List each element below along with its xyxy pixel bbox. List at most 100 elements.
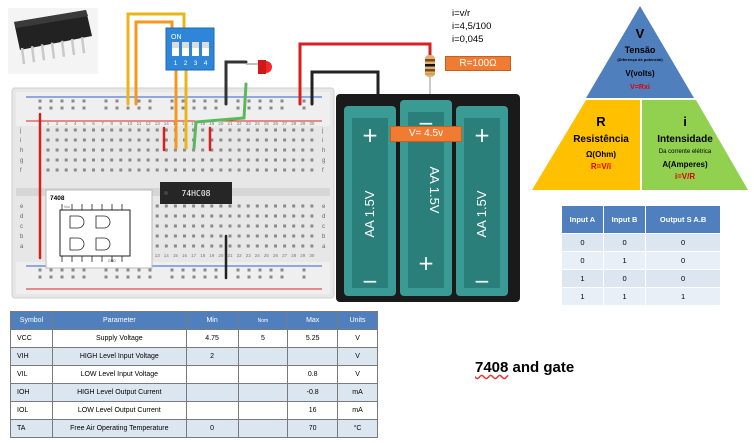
- table-row: IOH HIGH Level Output Current -0.8 mA: [10, 383, 378, 402]
- column-number: 8: [110, 121, 113, 126]
- truth-row: 1 1 1: [561, 287, 721, 306]
- svg-text:−: −: [474, 269, 491, 293]
- table-cell: IOL: [10, 401, 53, 420]
- row-letter: j: [321, 128, 323, 134]
- truth-cell: 1: [602, 287, 647, 306]
- column-number: 29: [300, 253, 306, 258]
- column-number: 12: [146, 121, 152, 126]
- resistor-value-label: R=100Ω: [445, 56, 511, 71]
- triangle-r-symbol: R: [596, 114, 606, 129]
- table-cell: 5.25: [287, 329, 339, 348]
- triangle-v-sub: (Diferença de potencial): [617, 57, 663, 62]
- table-cell: LOW Level Input Voltage: [51, 365, 187, 384]
- table-cell: °C: [337, 419, 378, 438]
- caption: 7408 and gate: [475, 359, 574, 376]
- column-number: 29: [300, 121, 306, 126]
- column-number: 19: [209, 121, 215, 126]
- table-row: IOL LOW Level Output Current 16 mA: [10, 401, 378, 420]
- triangle-i-symbol: i: [683, 114, 687, 129]
- truth-cell: 1: [645, 287, 721, 306]
- row-letter: i: [20, 138, 21, 144]
- table-cell: TA: [10, 419, 53, 438]
- wire-black-top: [310, 70, 380, 106]
- dip-switch-on-label: ON: [171, 34, 182, 41]
- truth-cell: 0: [645, 233, 721, 252]
- column-number: 23: [246, 253, 252, 258]
- table-cell: 4.75: [185, 329, 239, 348]
- column-number: 13: [155, 121, 161, 126]
- row-letter: h: [322, 148, 325, 154]
- table-cell: V: [337, 347, 378, 366]
- table-cell: [237, 419, 289, 438]
- param-header-parameter: Parameter: [51, 311, 187, 330]
- wire-yellow: [126, 12, 186, 106]
- column-number: 7: [101, 121, 104, 126]
- led: [246, 60, 272, 74]
- column-number: 10: [127, 121, 133, 126]
- column-number: 21: [227, 121, 233, 126]
- column-number: 14: [164, 121, 170, 126]
- triangle-i-name: Intensidade: [657, 134, 713, 145]
- truth-table: Input A Input B Output S A.B 0 0 0 0 1 0…: [561, 205, 721, 306]
- truth-cell: 0: [602, 269, 647, 288]
- ohm-formula-line-3: i=0,045: [452, 34, 484, 45]
- column-number: 1: [47, 121, 50, 126]
- table-row: VCC Supply Voltage 4.75 5 5.25 V: [10, 329, 378, 348]
- table-cell: -0.8: [287, 383, 339, 402]
- table-row: VIH HIGH Level Input Voltage 2 V: [10, 347, 378, 366]
- column-number: 28: [291, 121, 297, 126]
- triangle-v-unit: V(volts): [625, 69, 655, 78]
- dip-switch-key: [182, 42, 189, 56]
- column-number: 14: [164, 253, 170, 258]
- table-cell: [237, 365, 289, 384]
- row-letter: a: [20, 244, 24, 250]
- param-header-max: Max: [287, 311, 339, 330]
- dip-switch-number: 2: [184, 60, 188, 67]
- truth-cell: 0: [602, 233, 647, 252]
- table-cell: 5: [237, 329, 289, 348]
- dip-switch-number: 3: [194, 60, 198, 67]
- column-number: 18: [200, 121, 206, 126]
- svg-text:+: +: [362, 123, 379, 147]
- column-number: 17: [191, 121, 197, 126]
- table-cell: VIH: [10, 347, 53, 366]
- column-number: 22: [237, 253, 243, 258]
- triangle-r-name: Resistência: [573, 134, 629, 145]
- row-letter: i: [322, 138, 323, 144]
- ic-chip-photo: [8, 8, 98, 74]
- column-number: 24: [255, 121, 261, 126]
- dip-switch-number: 1: [174, 60, 178, 67]
- column-number: 26: [273, 121, 279, 126]
- row-letter: c: [20, 224, 23, 230]
- column-number: 4: [74, 121, 77, 126]
- breadboard-chip: 74HC08: [160, 182, 232, 204]
- triangle-i-sub: Da corrente elétrica: [658, 149, 712, 155]
- triangle-i-unit: A(Amperes): [662, 160, 708, 169]
- row-letter: d: [20, 214, 23, 220]
- wire-red-top: [298, 42, 432, 106]
- column-number: 16: [182, 253, 188, 258]
- table-cell: [287, 347, 339, 366]
- column-number: 18: [200, 253, 206, 258]
- dip-switch-number: 4: [204, 60, 208, 67]
- triangle-v-name: Tensão: [624, 45, 656, 55]
- svg-text:74HC08: 74HC08: [182, 189, 211, 198]
- row-letter: f: [20, 168, 22, 174]
- column-number: 20: [218, 253, 224, 258]
- table-row: VIL LOW Level Input Voltage 0.8 V: [10, 365, 378, 384]
- triangle-v-symbol: V: [635, 26, 645, 41]
- column-number: 17: [191, 253, 197, 258]
- column-number: 3: [65, 121, 68, 126]
- triangle-i-formula: i=V/R: [674, 172, 696, 181]
- truth-cell: 0: [645, 269, 721, 288]
- caption-rest: and gate: [512, 359, 575, 376]
- column-number: 25: [264, 253, 270, 258]
- table-cell: [237, 347, 289, 366]
- table-cell: V: [337, 365, 378, 384]
- column-number: 11: [137, 121, 142, 126]
- recommended-operating-conditions-table: Symbol Parameter Min Nom Max Units VCC S…: [10, 311, 378, 438]
- column-number: 27: [282, 253, 288, 258]
- column-number: 30: [309, 253, 315, 258]
- column-number: 13: [155, 253, 161, 258]
